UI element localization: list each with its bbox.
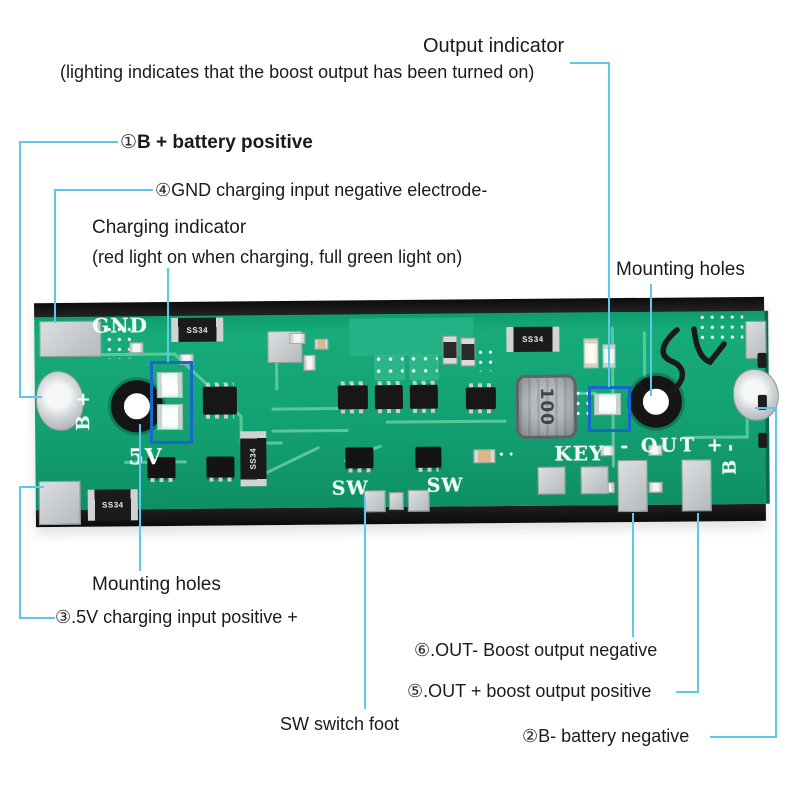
- smd-resistor: [648, 481, 663, 493]
- inductor-marking: 100: [536, 387, 557, 427]
- silkscreen-b-minus: B -: [719, 443, 741, 476]
- label-text: Mounting holes: [616, 259, 745, 280]
- output-indicator-highlight-box: [588, 386, 631, 432]
- edge-tab: [757, 394, 767, 410]
- pad-grid: [409, 354, 439, 380]
- label-charging-indicator: Charging indicator: [92, 217, 246, 239]
- circled-number-4: ④: [155, 180, 172, 200]
- circled-number-1: ①: [120, 132, 138, 153]
- circled-number-2: ②: [522, 726, 539, 746]
- label-mounting-holes-right: Mounting holes: [616, 259, 745, 281]
- label-b-plus: ①B + battery positive: [120, 131, 313, 154]
- label-text: .5V charging input positive +: [71, 607, 298, 627]
- smd-resistor: [303, 354, 316, 371]
- mounting-hole-right: [629, 375, 683, 428]
- circled-number-3: ③: [55, 607, 72, 627]
- smd-resistor: [129, 342, 144, 354]
- label-sw-switch-foot: SW switch foot: [280, 714, 399, 735]
- pad-5v-input: [38, 480, 81, 526]
- label-text: (lighting indicates that the boost outpu…: [60, 62, 535, 82]
- smd-diode: SS34: [506, 326, 560, 353]
- via-grid: [699, 314, 744, 345]
- edge-tab: [758, 432, 768, 448]
- via-grid: [498, 451, 513, 462]
- smd-capacitor: [473, 449, 496, 464]
- power-inductor: 100: [515, 374, 578, 439]
- label-text: SW switch foot: [280, 714, 400, 734]
- label-text: B- battery negative: [538, 726, 690, 746]
- smd-diode: SS34: [171, 317, 224, 342]
- label-text: Output indicator: [423, 35, 565, 57]
- smd-resistor: [289, 332, 306, 344]
- pad-out-negative: [617, 459, 648, 513]
- silkscreen-sw1: SW: [331, 477, 369, 500]
- smd-diode: SS34: [87, 489, 138, 521]
- smd-capacitor: [314, 338, 329, 350]
- smd-ic: [202, 386, 238, 415]
- label-output-indicator-note: (lighting indicates that the boost outpu…: [60, 62, 534, 83]
- pcb-board: SS34 SS34 SS34 SS34 100: [34, 296, 780, 528]
- label-5v-input: ③.5V charging input positive +: [55, 607, 298, 628]
- label-text: B + battery positive: [137, 132, 313, 153]
- solder-blob-b-minus: [732, 368, 780, 422]
- smd-ic: [409, 384, 438, 409]
- silkscreen-5v: 5V: [128, 444, 163, 471]
- silkscreen-b-plus: B +: [72, 390, 95, 431]
- trace: [262, 446, 320, 476]
- diode-marking: SS34: [186, 325, 209, 335]
- label-text: Charging indicator: [92, 217, 247, 238]
- circled-number-6: ⑥: [414, 640, 431, 660]
- pad-key: [537, 466, 566, 495]
- silkscreen-sw2: SW: [426, 474, 464, 497]
- smd-resistor: [460, 337, 476, 367]
- smd-ic: [465, 387, 496, 410]
- label-output-indicator: Output indicator: [423, 35, 564, 58]
- smd-diode: SS34: [240, 431, 267, 487]
- pad-key: [580, 466, 609, 495]
- smd-transistor: [206, 456, 235, 478]
- led: [602, 344, 616, 369]
- label-charging-indicator-note: (red light on when charging, full green …: [92, 247, 462, 268]
- edge-tab: [757, 352, 767, 368]
- silkscreen-key: KEY: [554, 441, 605, 466]
- label-out-negative: ⑥.OUT- Boost output negative: [414, 640, 657, 661]
- trace: [271, 428, 349, 433]
- label-mounting-holes-left: Mounting holes: [92, 574, 221, 596]
- label-text: .OUT + boost output positive: [423, 681, 652, 701]
- leader-line-out-positive: [676, 513, 699, 693]
- label-gnd: ④GND charging input negative electrode-: [155, 180, 487, 201]
- circled-number-5: ⑤: [407, 681, 424, 701]
- label-out-positive: ⑤.OUT + boost output positive: [407, 681, 651, 702]
- label-text: .OUT- Boost output negative: [430, 640, 658, 660]
- pad-grid: [374, 354, 405, 381]
- smd-transistor: [345, 447, 374, 469]
- diode-marking: SS34: [101, 500, 124, 510]
- label-text: Mounting holes: [92, 574, 221, 595]
- diode-marking: SS34: [522, 334, 544, 344]
- charging-indicator-highlight-box: [150, 361, 193, 444]
- smd-transistor: [415, 446, 442, 468]
- led: [583, 338, 599, 369]
- smd-resistor: [442, 335, 458, 365]
- pad-sw: [388, 491, 404, 511]
- via-grid: [477, 349, 496, 372]
- smd-ic: [374, 384, 403, 410]
- silkscreen-gnd: GND: [92, 313, 149, 338]
- silkscreen-out: - OUT +: [620, 434, 726, 458]
- pad-out-positive: [681, 459, 712, 512]
- label-b-negative: ②B- battery negative: [522, 726, 689, 747]
- label-text: (red light on when charging, full green …: [92, 247, 463, 267]
- smd-ic: [337, 385, 368, 410]
- diode-marking: SS34: [248, 447, 258, 470]
- trace: [385, 419, 507, 424]
- label-text: GND charging input negative electrode-: [171, 180, 488, 200]
